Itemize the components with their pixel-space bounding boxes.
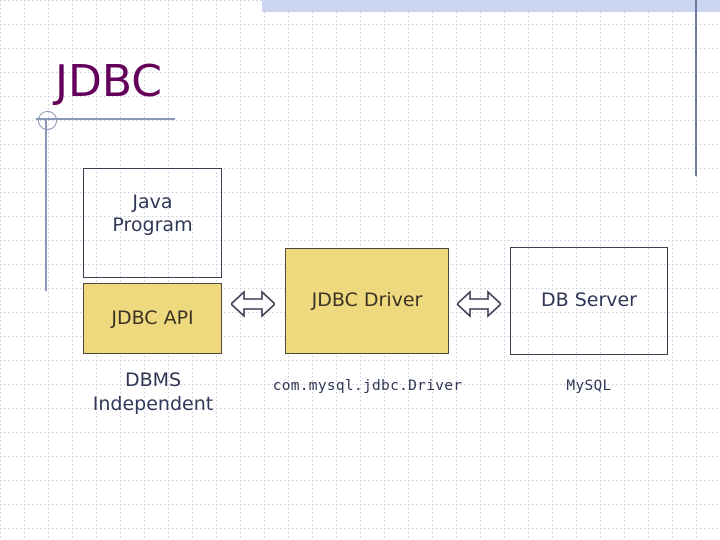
double-arrow-icon-api-to-driver [229,289,277,319]
diagram-box-java-program: Java Program [83,168,222,278]
diagram-box-java-program-label: Java Program [112,191,193,237]
caption-database-product: MySQL [566,378,612,394]
bullet-circle-icon [38,111,57,130]
diagram-box-jdbc-driver: JDBC Driver [285,248,449,354]
page-title: JDBC [55,56,162,107]
right-vertical-rule [695,0,697,176]
caption-driver-class-name: com.mysql.jdbc.Driver [272,378,463,394]
diagram-box-db-server-label: DB Server [540,289,637,312]
diagram-box-jdbc-driver-label: JDBC Driver [311,289,423,312]
diagram-box-db-server: DB Server [510,247,668,355]
left-vertical-rule [45,119,47,291]
caption-dbms-independent: DBMS Independent [92,369,214,416]
double-arrow-icon-driver-to-server [455,289,503,319]
top-accent-bar [262,0,720,12]
title-underline-rule [36,118,175,120]
diagram-box-jdbc-api-label: JDBC API [111,306,194,329]
diagram-box-jdbc-api: JDBC API [83,283,222,354]
